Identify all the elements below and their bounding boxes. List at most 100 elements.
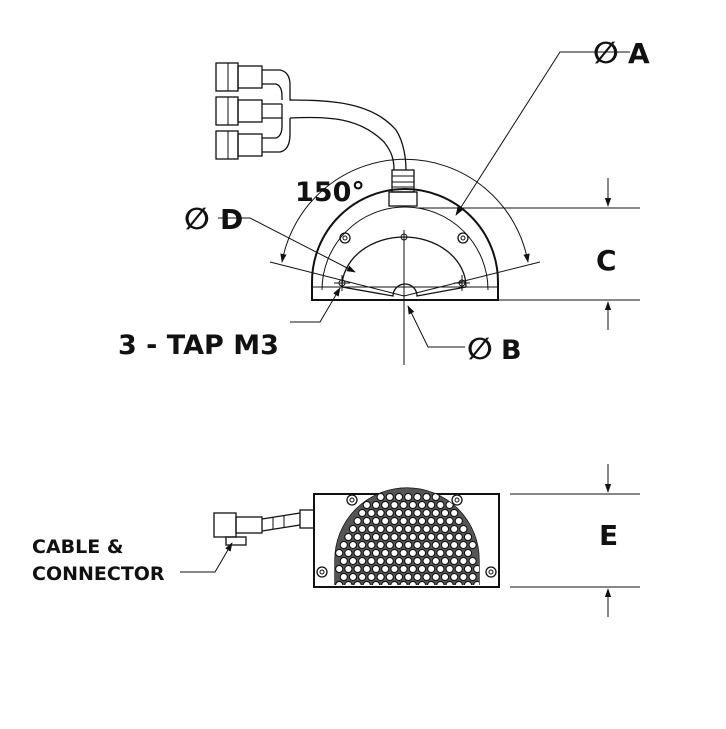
led-dot: [459, 556, 468, 566]
led-dot: [362, 564, 371, 574]
led-dot: [454, 580, 463, 585]
led-dot: [450, 556, 459, 566]
led-dot: [394, 492, 404, 502]
led-dot: [468, 556, 477, 566]
leader-a: [455, 51, 630, 216]
led-dot: [385, 556, 394, 566]
led-dot: [468, 572, 477, 582]
led-dot: [440, 556, 450, 566]
led-dot: [413, 492, 422, 502]
led-dot: [390, 532, 399, 542]
led-dot: [390, 500, 399, 510]
led-dot: [362, 548, 371, 558]
led-dot: [381, 580, 390, 585]
led-dot: [367, 540, 376, 550]
led-dot: [431, 540, 440, 550]
led-dot: [367, 508, 376, 518]
led-dot: [394, 556, 404, 566]
led-dot: [431, 524, 440, 534]
led-dot: [362, 516, 371, 526]
led-dot: [394, 524, 404, 534]
led-dot: [463, 564, 473, 574]
led-dot: [404, 572, 413, 582]
led-dot: [454, 564, 463, 574]
angle-label: 150°: [295, 177, 365, 208]
led-dot: [417, 500, 427, 510]
led-dot: [408, 564, 417, 574]
led-dot: [335, 548, 344, 558]
led-dot: [422, 492, 431, 502]
led-dot: [427, 516, 436, 526]
led-dot: [390, 580, 399, 585]
led-dot: [390, 564, 399, 574]
led-dot: [450, 524, 459, 534]
led-dot: [390, 548, 399, 558]
led-dot: [358, 524, 367, 534]
led-dot: [358, 508, 367, 518]
led-dot: [445, 580, 454, 585]
led-dot: [436, 580, 445, 585]
dimension-e: [510, 464, 640, 617]
side-cable: [213, 509, 315, 546]
dim-label-a: A: [628, 37, 650, 70]
led-dot: [399, 580, 408, 585]
led-dot: [404, 540, 413, 550]
led-dot: [353, 564, 362, 574]
led-dot: [436, 532, 445, 542]
led-dot: [362, 532, 371, 542]
connector-plugs: [215, 62, 418, 207]
led-dot: [399, 500, 408, 510]
led-dot: [335, 564, 344, 574]
led-dot: [408, 516, 417, 526]
led-dot: [431, 556, 440, 566]
led-dot: [344, 580, 353, 585]
led-dot: [408, 500, 417, 510]
led-dot: [404, 556, 413, 566]
led-dot: [459, 572, 468, 582]
led-dot: [376, 540, 385, 550]
led-dot: [385, 524, 394, 534]
led-dot: [344, 532, 353, 542]
led-dot: [399, 532, 408, 542]
led-dot: [422, 524, 431, 534]
dim-label-b: B: [501, 335, 522, 366]
led-dot: [399, 516, 408, 526]
led-dot: [445, 516, 454, 526]
led-dot: [348, 556, 358, 566]
led-dot: [371, 548, 381, 558]
led-dot: [427, 580, 436, 585]
led-dot: [417, 548, 427, 558]
led-dot: [404, 524, 413, 534]
led-dot: [408, 548, 417, 558]
tap-label: 3 - TAP M3: [118, 330, 279, 361]
led-dot: [454, 548, 463, 558]
led-dot: [459, 540, 468, 550]
dim-label-c: C: [596, 244, 617, 277]
led-dot: [422, 572, 431, 582]
led-dot: [344, 564, 353, 574]
led-dot: [381, 564, 390, 574]
led-dot: [417, 532, 427, 542]
diameter-symbol-d: ∅: [184, 202, 210, 237]
led-dot: [468, 540, 477, 550]
led-dot: [394, 540, 404, 550]
led-dot: [394, 508, 404, 518]
led-dot: [463, 548, 473, 558]
leader-d: [218, 217, 356, 273]
led-dot: [450, 572, 459, 582]
dim-label-d: D: [220, 203, 243, 236]
led-dot: [353, 580, 362, 585]
led-dot: [371, 516, 381, 526]
led-dot: [445, 532, 454, 542]
led-dot: [417, 516, 427, 526]
led-dot: [358, 572, 367, 582]
led-dot: [473, 580, 479, 585]
led-dot: [353, 548, 362, 558]
led-dot: [353, 532, 362, 542]
led-dot: [371, 532, 381, 542]
diameter-symbol-b: ∅: [467, 332, 493, 367]
led-dot: [454, 516, 463, 526]
led-dot: [436, 564, 445, 574]
led-dot: [473, 564, 479, 574]
led-dot: [431, 572, 440, 582]
